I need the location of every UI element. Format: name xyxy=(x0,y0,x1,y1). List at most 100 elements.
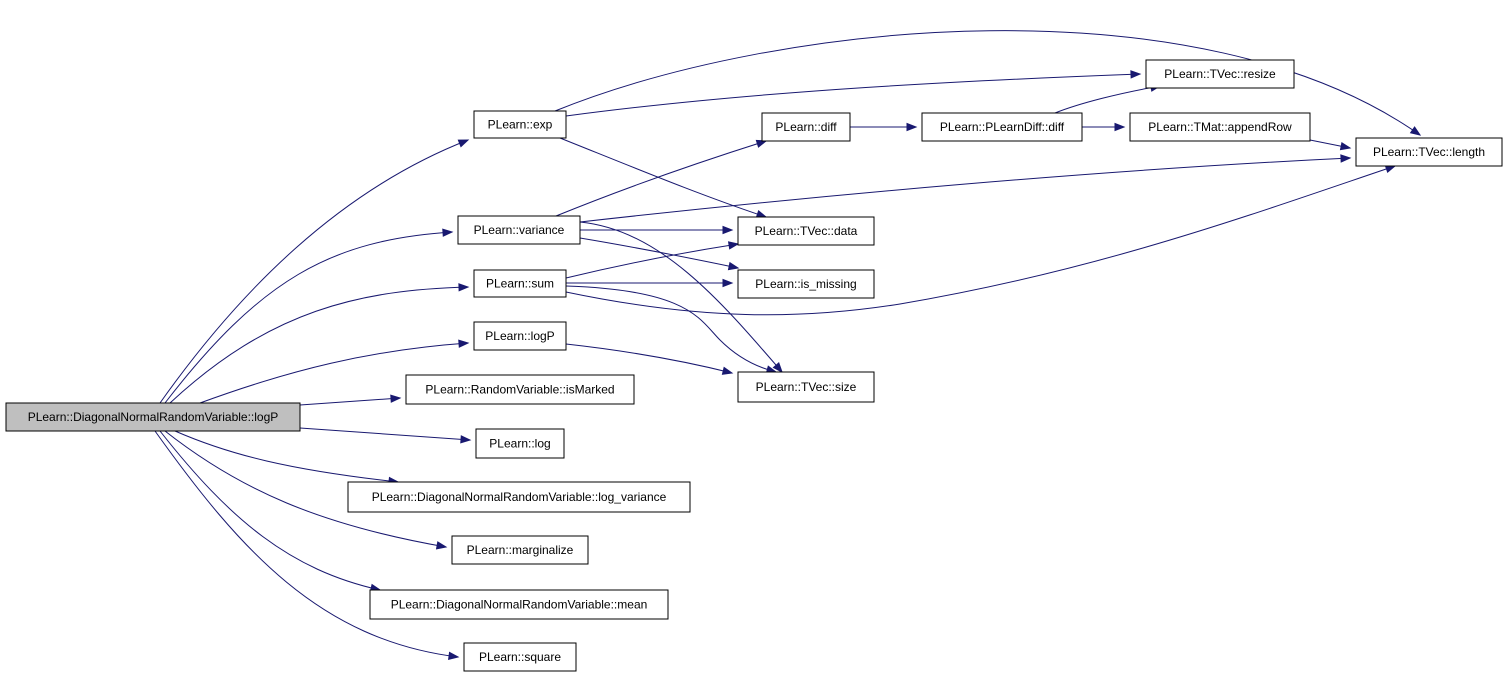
node-isMarked[interactable]: PLearn::RandomVariable::isMarked xyxy=(405,374,635,405)
arrowhead xyxy=(906,122,918,132)
edge-variance-to-size xyxy=(579,221,783,374)
edge-line xyxy=(565,73,1141,117)
edge-line xyxy=(174,430,399,483)
node-resize[interactable]: PLearn::TVec::resize xyxy=(1145,59,1295,89)
arrowhead xyxy=(755,139,768,148)
node-label: PLearn::square xyxy=(479,650,561,664)
edge-sum-to-data xyxy=(565,241,740,279)
node-box xyxy=(5,402,301,432)
node-label: PLearn::logP xyxy=(485,329,554,343)
node-label: PLearn::sum xyxy=(486,277,554,291)
edge-root-to-log xyxy=(299,427,472,444)
edge-root-to-square xyxy=(154,430,460,660)
node-exp[interactable]: PLearn::exp xyxy=(473,110,567,139)
node-box xyxy=(737,371,875,403)
node-box xyxy=(1129,112,1311,142)
node-appendRow[interactable]: PLearn::TMat::appendRow xyxy=(1129,112,1311,142)
node-is-missing[interactable]: PLearn::is_missing xyxy=(737,269,875,299)
edge-root-to-marginalize xyxy=(164,430,448,550)
node-label: PLearn::DiagonalNormalRandomVariable::me… xyxy=(391,598,648,612)
node-label: PLearn::exp xyxy=(488,118,553,132)
arrowhead xyxy=(1339,141,1352,151)
arrowhead xyxy=(722,225,734,235)
node-label: PLearn::TVec::data xyxy=(755,224,858,238)
arrowhead xyxy=(727,261,740,271)
edge-line xyxy=(199,342,469,404)
arrowhead xyxy=(722,278,734,288)
node-sum[interactable]: PLearn::sum xyxy=(473,269,567,298)
node-box xyxy=(737,269,875,299)
edge-variance-to-is_missing xyxy=(579,237,740,271)
edge-pdiff-to-resize xyxy=(1054,83,1162,114)
arrowhead xyxy=(1409,126,1422,136)
node-length[interactable]: PLearn::TVec::length xyxy=(1355,137,1503,167)
edge-root-to-sum xyxy=(169,283,470,404)
edge-line xyxy=(555,140,767,217)
arrowhead xyxy=(755,209,768,218)
edges-layer xyxy=(154,30,1422,660)
edge-sum-to-is_missing xyxy=(566,278,734,288)
arrowhead xyxy=(442,228,454,237)
node-log[interactable]: PLearn::log xyxy=(475,428,565,459)
arrowhead xyxy=(1130,70,1142,79)
arrowhead xyxy=(390,394,402,403)
edge-line xyxy=(154,430,459,658)
edge-variance-to-diff xyxy=(555,139,768,217)
node-box xyxy=(369,589,669,620)
edge-root-to-exp xyxy=(159,139,470,404)
edge-root-to-isMarked xyxy=(299,394,402,406)
edge-exp-to-resize xyxy=(565,70,1142,117)
node-box xyxy=(473,269,567,298)
node-label: PLearn::RandomVariable::isMarked xyxy=(425,383,614,397)
node-box xyxy=(473,321,567,351)
node-mean[interactable]: PLearn::DiagonalNormalRandomVariable::me… xyxy=(369,589,669,620)
node-box xyxy=(473,110,567,139)
node-label: PLearn::log xyxy=(489,437,550,451)
node-box xyxy=(761,112,851,142)
edge-logP2-to-size xyxy=(565,343,734,375)
node-label: PLearn::PLearnDiff::diff xyxy=(940,120,1065,134)
node-label: PLearn::marginalize xyxy=(467,543,574,557)
edge-line xyxy=(554,30,1421,136)
node-logP2[interactable]: PLearn::logP xyxy=(473,321,567,351)
edge-pdiff-to-appendRow xyxy=(1082,122,1126,132)
edge-root-to-logP2 xyxy=(199,339,470,404)
edge-line xyxy=(159,139,469,404)
node-pdiff[interactable]: PLearn::PLearnDiff::diff xyxy=(921,112,1083,142)
edge-line xyxy=(159,430,381,591)
arrowhead xyxy=(458,283,470,292)
edge-line xyxy=(579,237,739,269)
edge-line xyxy=(565,285,777,373)
node-data[interactable]: PLearn::TVec::data xyxy=(737,216,875,246)
node-label: PLearn::is_missing xyxy=(755,277,856,291)
edge-variance-to-length xyxy=(579,154,1352,223)
node-square[interactable]: PLearn::square xyxy=(463,642,577,672)
edge-root-to-log_variance xyxy=(174,430,400,486)
node-label: PLearn::TVec::size xyxy=(756,380,857,394)
node-box xyxy=(451,535,589,565)
node-marginalize[interactable]: PLearn::marginalize xyxy=(451,535,589,565)
edge-diff-to-pdiff xyxy=(850,122,918,132)
arrowhead xyxy=(458,339,470,348)
node-box xyxy=(1355,137,1503,167)
node-variance[interactable]: PLearn::variance xyxy=(457,215,581,245)
edge-line xyxy=(169,286,469,404)
edge-line xyxy=(565,243,739,279)
arrowhead xyxy=(727,241,740,250)
arrowhead xyxy=(448,651,460,660)
node-box xyxy=(475,428,565,459)
node-label: PLearn::variance xyxy=(474,223,565,237)
edge-line xyxy=(579,157,1351,223)
edge-exp-to-length xyxy=(554,30,1422,136)
arrowhead xyxy=(721,366,734,375)
node-log-variance[interactable]: PLearn::DiagonalNormalRandomVariable::lo… xyxy=(347,481,691,513)
node-box xyxy=(737,216,875,246)
arrowhead xyxy=(1340,154,1352,163)
node-label: PLearn::TVec::length xyxy=(1373,145,1485,159)
node-size[interactable]: PLearn::TVec::size xyxy=(737,371,875,403)
arrowhead xyxy=(772,362,783,374)
node-diff[interactable]: PLearn::diff xyxy=(761,112,851,142)
node-root[interactable]: PLearn::DiagonalNormalRandomVariable::lo… xyxy=(5,402,301,432)
edge-line xyxy=(565,165,1396,316)
